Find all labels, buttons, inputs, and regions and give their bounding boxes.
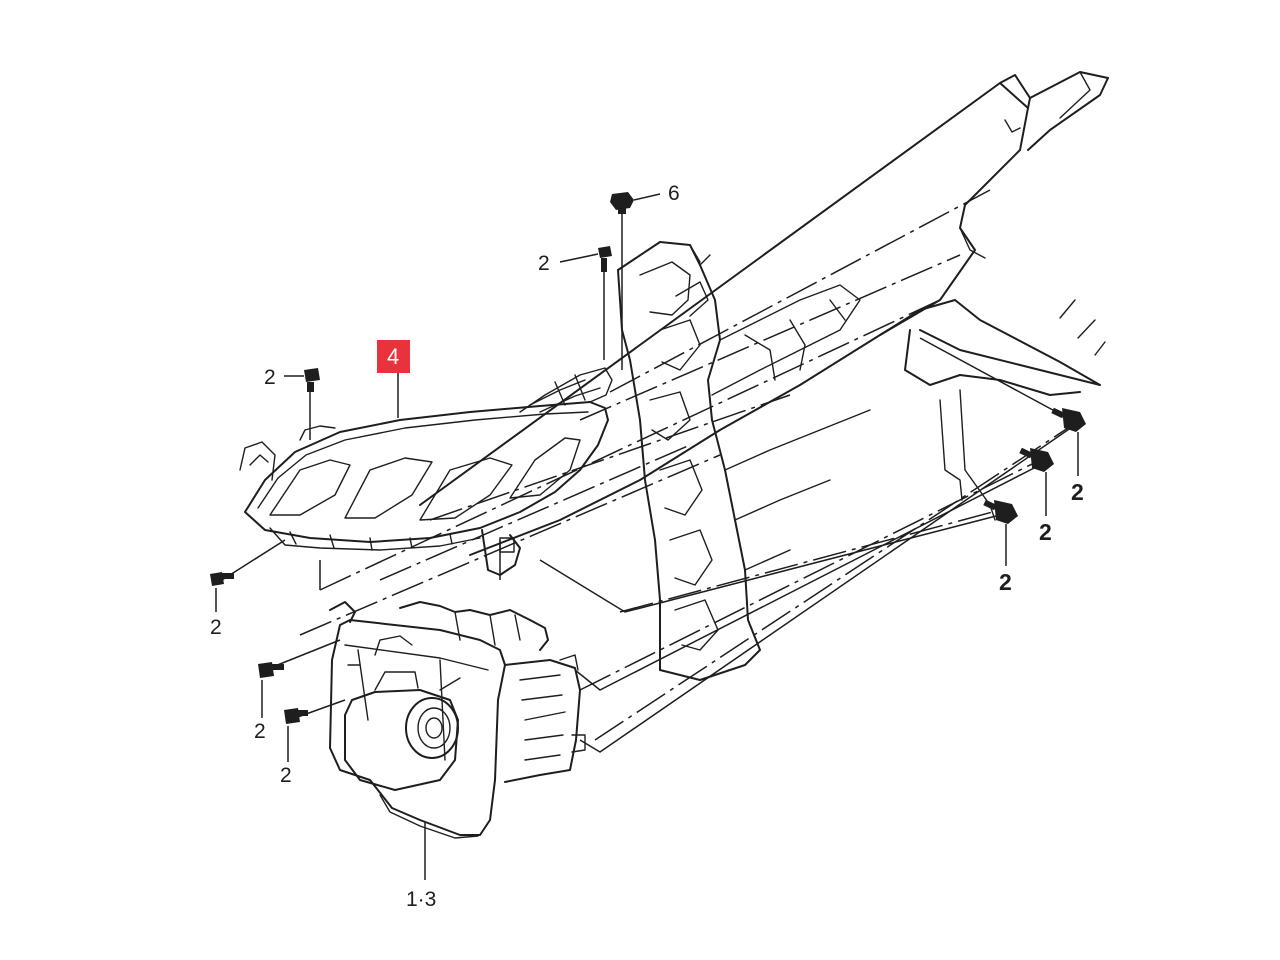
callout-2-upper: 2 [538, 252, 550, 275]
callout-2-left-lower: 2 [210, 616, 222, 639]
alignment-lines [299, 189, 1081, 741]
leader-lines [221, 212, 1076, 753]
bolt-2-fog-2 [284, 708, 308, 724]
inner-support-panel [617, 241, 871, 681]
bolt-2-fog-1 [258, 662, 284, 678]
callout-2-right-3: 2 [999, 569, 1012, 595]
bolt-2-right-1 [1051, 407, 1086, 432]
fog-lamp-assembly [329, 601, 586, 839]
headlamp-assembly [239, 367, 613, 576]
bolt-2-right-3 [983, 499, 1018, 524]
callout-4-highlight-box [377, 340, 410, 373]
fender-panel [419, 71, 1109, 556]
callout-2-fog-2: 2 [280, 764, 292, 787]
callout-2-right-2: 2 [1039, 519, 1052, 545]
callout-ticks [215, 193, 1079, 880]
bolt-2-right-2 [1019, 447, 1054, 472]
bolt-6 [610, 192, 634, 214]
callout-1-3: 1·3 [406, 888, 436, 911]
callout-2-right-1: 2 [1071, 479, 1084, 505]
bolt-2-upper [598, 246, 612, 272]
bolt-2-left-upper [304, 368, 320, 392]
callout-2-fog-1: 2 [254, 720, 266, 743]
callout-6: 6 [668, 182, 680, 205]
callout-2-left-upper: 2 [264, 366, 276, 389]
bolt-2-left-lower [210, 572, 234, 586]
callout-4: 4 [387, 344, 399, 369]
